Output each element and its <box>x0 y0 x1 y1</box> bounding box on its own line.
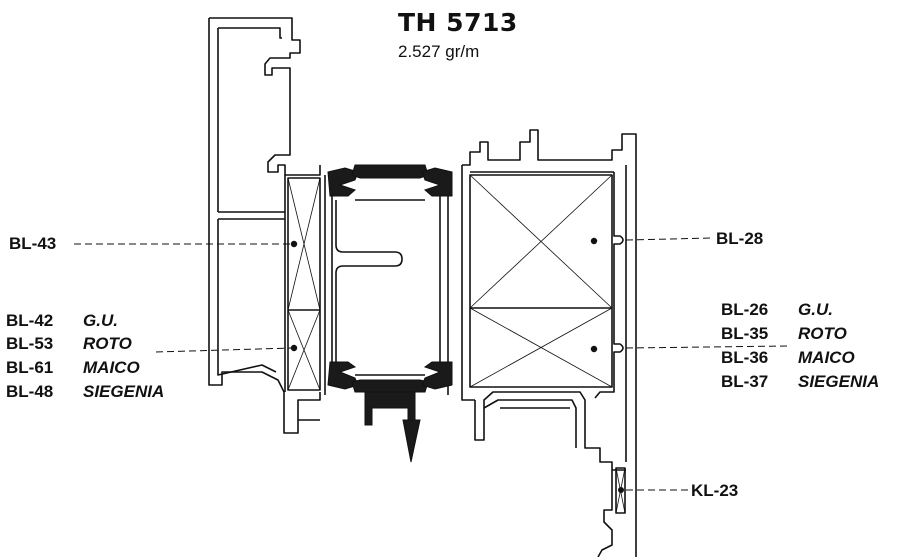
right-hardware-channel <box>469 174 613 388</box>
hardware-code: BL-42 <box>6 311 54 330</box>
hardware-brand: SIEGENIA <box>798 372 880 391</box>
profile-weight: 2.527 gr/m <box>398 42 480 61</box>
left-hardware-item: BL-53 ROTO <box>6 334 132 354</box>
right-hardware-item: BL-35 ROTO <box>721 324 847 344</box>
left-hardware-channel <box>287 177 321 391</box>
callout-kl23: KL-23 <box>691 481 739 500</box>
hardware-code: BL-37 <box>721 372 769 391</box>
right-hardware-item: BL-36 MAICO <box>721 348 855 368</box>
right-hardware-item: BL-37 SIEGENIA <box>721 372 879 392</box>
center-mullion-profile <box>324 175 449 395</box>
thermal-break-gaskets <box>327 164 453 463</box>
hardware-code: BL-35 <box>721 324 769 343</box>
leader-dots <box>290 237 624 493</box>
hardware-brand: MAICO <box>798 348 855 367</box>
hardware-code: BL-48 <box>6 382 54 401</box>
hardware-brand: MAICO <box>83 358 140 377</box>
hardware-brand: G.U. <box>83 311 118 330</box>
left-hardware-item: BL-61 MAICO <box>6 358 140 378</box>
callout-bl28: BL-28 <box>716 229 764 248</box>
left-frame-profile <box>208 17 321 434</box>
callout-bl43: BL-43 <box>9 234 57 253</box>
hardware-code: BL-36 <box>721 348 769 367</box>
left-hardware-item: BL-48 SIEGENIA <box>6 382 164 402</box>
hardware-brand: ROTO <box>83 334 132 353</box>
hardware-brand: SIEGENIA <box>83 382 165 401</box>
hardware-code: BL-26 <box>721 300 769 319</box>
hardware-code: BL-53 <box>6 334 54 353</box>
leader-lines <box>74 237 789 491</box>
left-hardware-item: BL-42 G.U. <box>6 311 118 331</box>
hardware-brand: ROTO <box>798 324 847 343</box>
hardware-brand: G.U. <box>798 300 833 319</box>
hardware-code: BL-61 <box>6 358 54 377</box>
right-hardware-item: BL-26 G.U. <box>721 300 833 320</box>
profile-title: TH 5713 <box>398 8 518 37</box>
